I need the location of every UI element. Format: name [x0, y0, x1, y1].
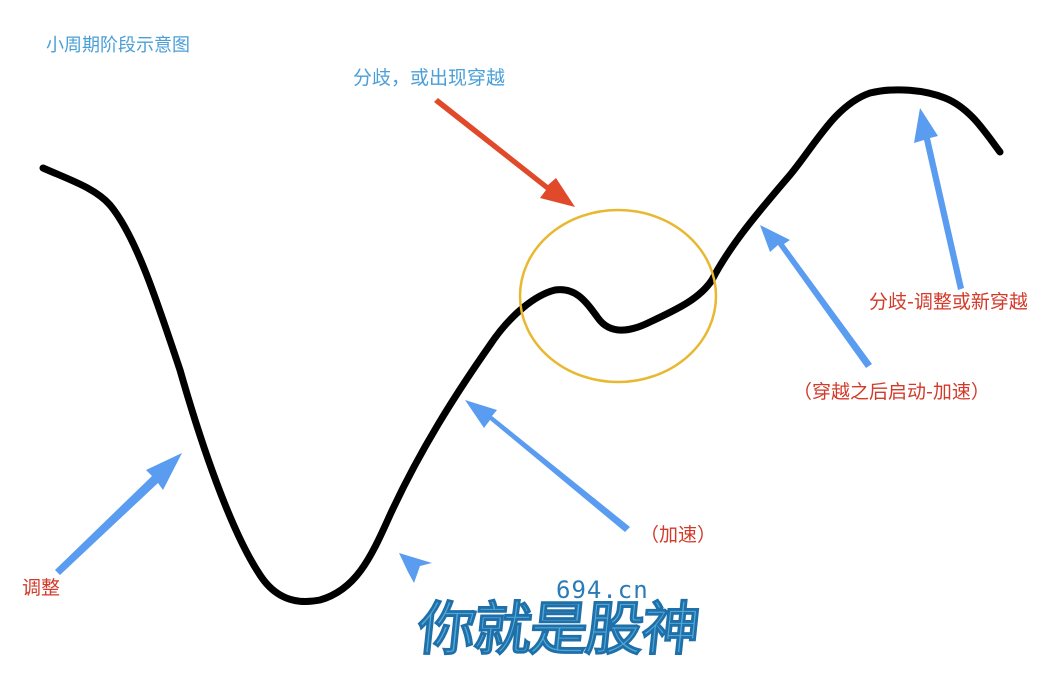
divergence-adjust-label: 分歧-调整或新穿越	[869, 291, 1028, 313]
launch-blue-arrow	[760, 225, 872, 368]
divergence-red-arrow	[434, 98, 575, 207]
watermark-logo-text: 你就是股神	[414, 595, 702, 664]
page-title: 小周期阶段示意图	[46, 35, 190, 56]
trough-blue-arrow	[399, 553, 432, 583]
top-divergence-blue-arrow	[914, 108, 964, 290]
launch-after-cross-label: （穿越之后启动-加速）	[793, 381, 990, 403]
divergence-label: 分歧，或出现穿越	[353, 67, 506, 89]
watermark-domain: 694.cn	[556, 576, 649, 604]
cycle-curve	[39, 86, 1004, 606]
divergence-highlight-circle	[518, 208, 718, 384]
accelerate-blue-arrow	[465, 400, 630, 532]
adjust-label: 调整	[22, 577, 61, 599]
adjust-blue-arrow	[55, 453, 182, 575]
accelerate-label: （加速）	[640, 524, 717, 546]
